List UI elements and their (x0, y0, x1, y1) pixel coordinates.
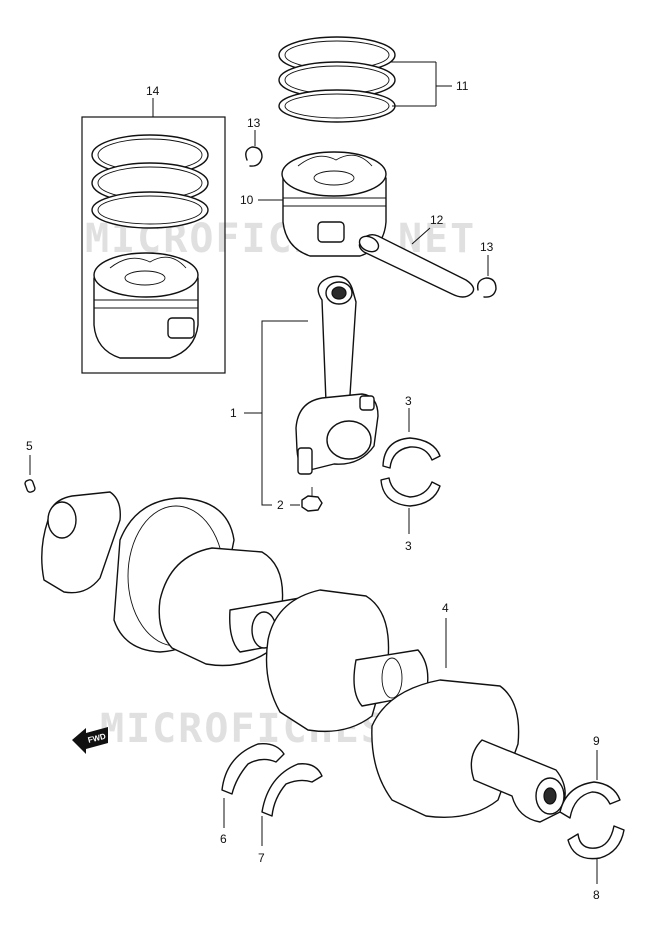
bearing-8 (567, 825, 625, 884)
crankshaft-4 (41, 491, 566, 823)
callout-11: 11 (456, 79, 469, 93)
callout-4: 4 (442, 601, 449, 615)
callout-5: 5 (26, 439, 33, 453)
callout-13-top: 13 (247, 116, 261, 130)
callout-12: 12 (430, 213, 444, 227)
bearing-9 (559, 750, 621, 819)
forward-arrow-icon: FWD (72, 727, 108, 754)
circlip-13-right (476, 255, 497, 298)
callout-2: 2 (277, 498, 284, 512)
conrod-bearing-3-lower (380, 477, 441, 534)
nut-2 (290, 487, 323, 512)
callout-7: 7 (258, 851, 265, 865)
callout-13-right: 13 (480, 240, 494, 254)
key-5 (24, 455, 36, 493)
piston-kit-14 (81, 98, 226, 374)
piston-pin-12 (358, 227, 475, 298)
connecting-rod-1 (244, 275, 379, 506)
callout-10: 10 (240, 193, 254, 207)
bearing-7 (261, 763, 323, 846)
callout-6: 6 (220, 832, 227, 846)
conrod-bearing-3-upper (382, 408, 441, 469)
callout-1: 1 (230, 406, 237, 420)
callout-3-lower: 3 (405, 539, 412, 553)
callout-14: 14 (146, 84, 160, 98)
callout-8: 8 (593, 888, 600, 902)
circlip-13-top (245, 130, 263, 167)
piston-10 (258, 151, 387, 257)
fwd-label: FWD (87, 732, 107, 745)
bearing-6 (221, 743, 285, 828)
callout-9: 9 (593, 734, 600, 748)
callout-3-upper: 3 (405, 394, 412, 408)
piston-rings-11 (278, 36, 452, 123)
